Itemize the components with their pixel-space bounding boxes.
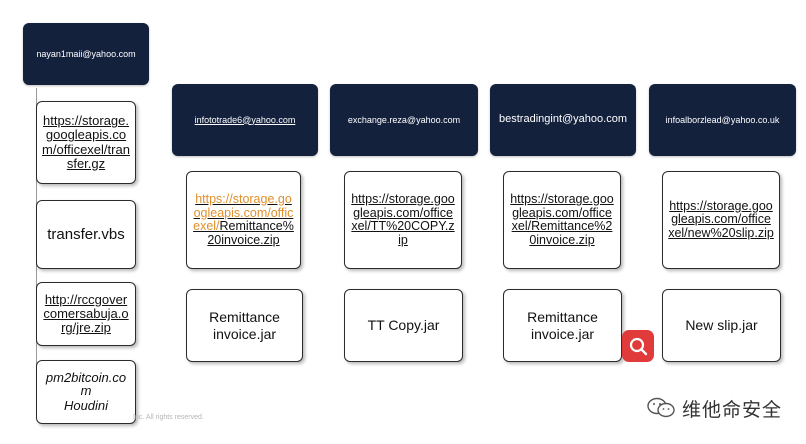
file-card: TT Copy.jar [344, 289, 463, 362]
tool-text: Houdini [63, 397, 109, 413]
search-button[interactable] [622, 330, 654, 362]
url-link[interactable]: https://storage.googleapis.com/officexel… [192, 192, 295, 247]
url-link-suffix[interactable]: Remittance%20invoice.zip [207, 219, 294, 247]
url-link[interactable]: https://storage.googleapis.com/officexel… [510, 192, 614, 247]
filename-text: TT Copy.jar [367, 317, 440, 334]
email-header: nayan1maii@yahoo.com [23, 23, 149, 85]
copyright-text: Inc. All rights reserved. [133, 414, 204, 421]
watermark: 维他命安全 [646, 394, 782, 422]
filename-text: New slip.jar [685, 317, 758, 334]
file-card: transfer.vbs [36, 200, 136, 269]
email-address: infototrade6@yahoo.com [194, 114, 296, 125]
email-header: infototrade6@yahoo.com [172, 84, 318, 156]
email-address: nayan1maii@yahoo.com [36, 48, 136, 59]
url-card: http://rccgovercomersabuja.org/jre.zip [36, 282, 136, 346]
domain-text: pm2bitcoin.com [45, 369, 127, 399]
domain-card: pm2bitcoin.com Houdini [36, 360, 136, 424]
email-header: infoalborzlead@yahoo.co.uk [649, 84, 796, 156]
email-address: bestradingint@yahoo.com [499, 113, 627, 126]
file-card: New slip.jar [662, 289, 781, 362]
file-card: Remittance invoice.jar [186, 289, 303, 362]
url-link-prefix[interactable]: https://storage.googleapis.com/officexel… [193, 192, 294, 233]
wechat-icon [647, 397, 675, 418]
email-header: bestradingint@yahoo.com [490, 84, 636, 156]
email-address: exchange.reza@yahoo.com [347, 114, 461, 125]
url-link[interactable]: https://storage.googleapis.com/officexel… [351, 192, 455, 247]
url-card: https://storage.googleapis.com/officexel… [503, 171, 621, 269]
url-link[interactable]: https://storage.googleapis.com/officexel… [42, 113, 130, 171]
file-card: Remittance invoice.jar [503, 289, 622, 362]
url-link[interactable]: https://storage.googleapis.com/officexel… [668, 198, 774, 240]
url-card: https://storage.googleapis.com/officexel… [36, 101, 136, 184]
email-address: infoalborzlead@yahoo.co.uk [665, 114, 780, 125]
email-header: exchange.reza@yahoo.com [330, 84, 478, 156]
url-card: https://storage.googleapis.com/officexel… [662, 171, 780, 269]
watermark-text: 维他命安全 [682, 398, 783, 421]
url-link[interactable]: http://rccgovercomersabuja.org/jre.zip [43, 291, 129, 336]
filename-text: transfer.vbs [47, 225, 125, 243]
url-card: https://storage.googleapis.com/officexel… [344, 171, 462, 269]
magnifier-icon [629, 337, 648, 356]
filename-text: Remittance invoice.jar [209, 308, 280, 342]
filename-text: Remittance invoice.jar [527, 308, 598, 342]
url-card: https://storage.googleapis.com/officexel… [186, 171, 301, 269]
